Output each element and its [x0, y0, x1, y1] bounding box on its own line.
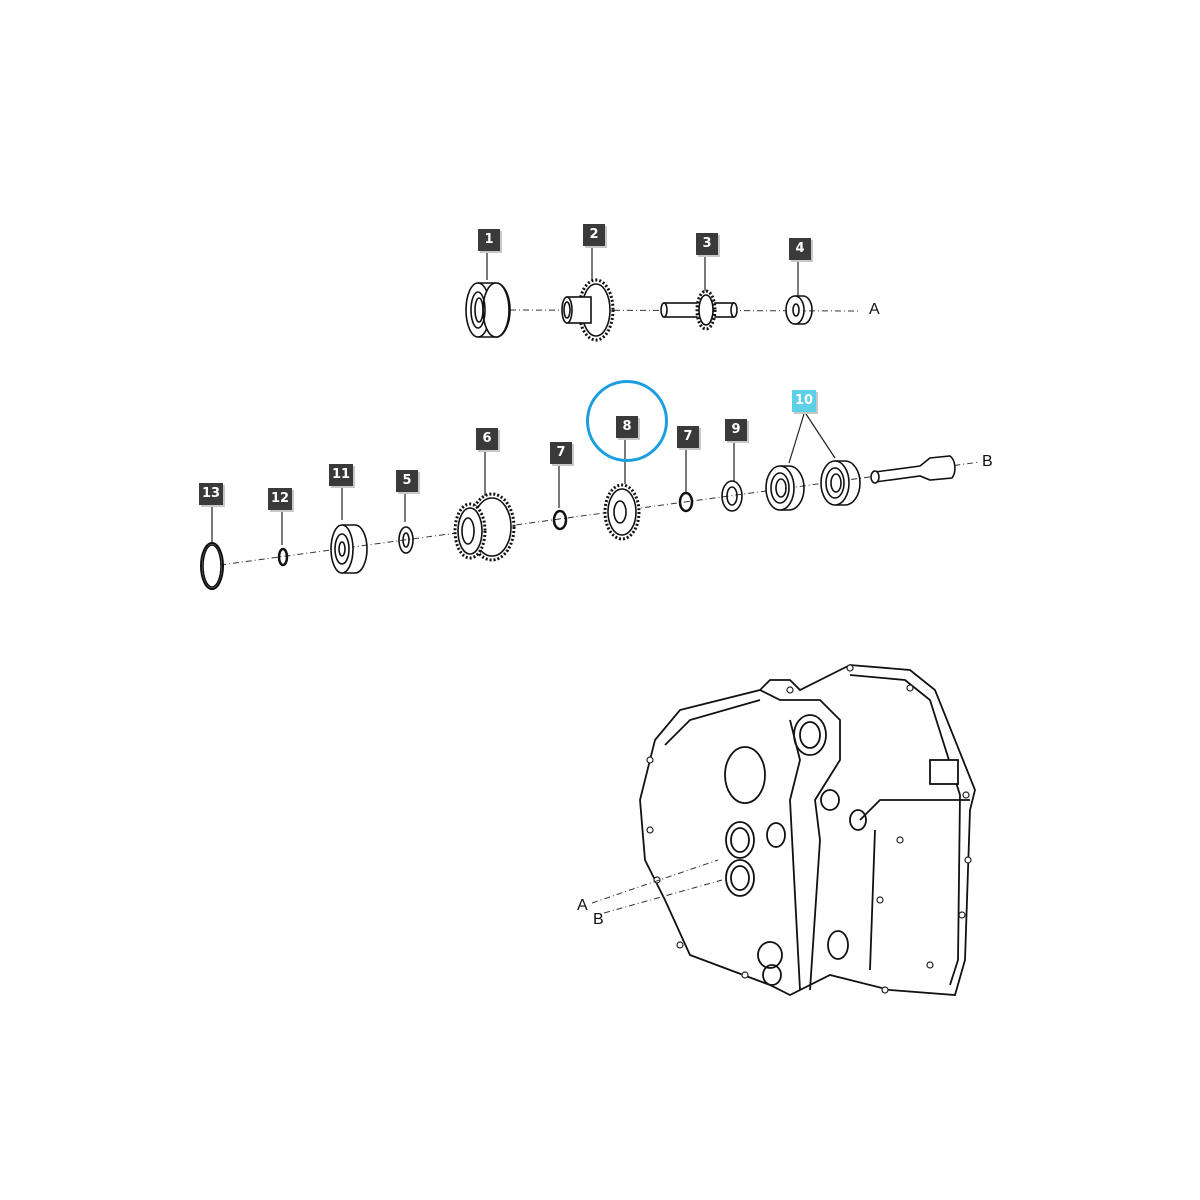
- callout-3[interactable]: 3: [696, 233, 718, 255]
- part-3-pinion-shaft[interactable]: [660, 289, 738, 331]
- part-13-o-ring[interactable]: [200, 542, 224, 590]
- axis-label-b-middle: B: [982, 453, 993, 470]
- callout-12[interactable]: 12: [268, 488, 293, 510]
- shaft-b: [870, 455, 956, 484]
- axis-label-b-housing: B: [593, 911, 604, 928]
- axis-label-a-housing: A: [577, 897, 588, 914]
- part-10-bearing-left[interactable]: [765, 465, 805, 511]
- axis-line-b: [219, 461, 981, 566]
- highlight-circle-8: [586, 380, 668, 462]
- callout-10-selected[interactable]: 10: [792, 390, 817, 412]
- part-12-circlip[interactable]: [277, 547, 289, 567]
- part-5-washer[interactable]: [398, 526, 414, 554]
- callout-7b[interactable]: 7: [677, 426, 699, 448]
- leader-lines: [211, 247, 836, 545]
- part-10-bearing-right[interactable]: [820, 460, 861, 506]
- callout-2[interactable]: 2: [583, 224, 605, 246]
- callout-11[interactable]: 11: [329, 464, 354, 486]
- part-7b-circlip[interactable]: [678, 491, 694, 513]
- part-8-gear[interactable]: [603, 483, 641, 541]
- axis-label-a-top: A: [869, 301, 880, 318]
- part-6-double-gear[interactable]: [453, 492, 516, 562]
- callout-5[interactable]: 5: [396, 470, 418, 492]
- callout-1[interactable]: 1: [478, 229, 500, 251]
- transmission-housing: [591, 664, 976, 997]
- callout-9[interactable]: 9: [725, 419, 747, 441]
- part-2-gear[interactable]: [561, 278, 615, 342]
- callout-6[interactable]: 6: [476, 428, 498, 450]
- part-4-bushing[interactable]: [785, 295, 813, 325]
- callout-4[interactable]: 4: [789, 238, 811, 260]
- part-9-washer[interactable]: [721, 480, 743, 512]
- callout-13[interactable]: 13: [199, 483, 224, 505]
- part-1-bearing[interactable]: [465, 282, 511, 338]
- callout-7a[interactable]: 7: [550, 442, 572, 464]
- part-7a-circlip[interactable]: [552, 509, 568, 531]
- part-11-bearing[interactable]: [330, 524, 368, 574]
